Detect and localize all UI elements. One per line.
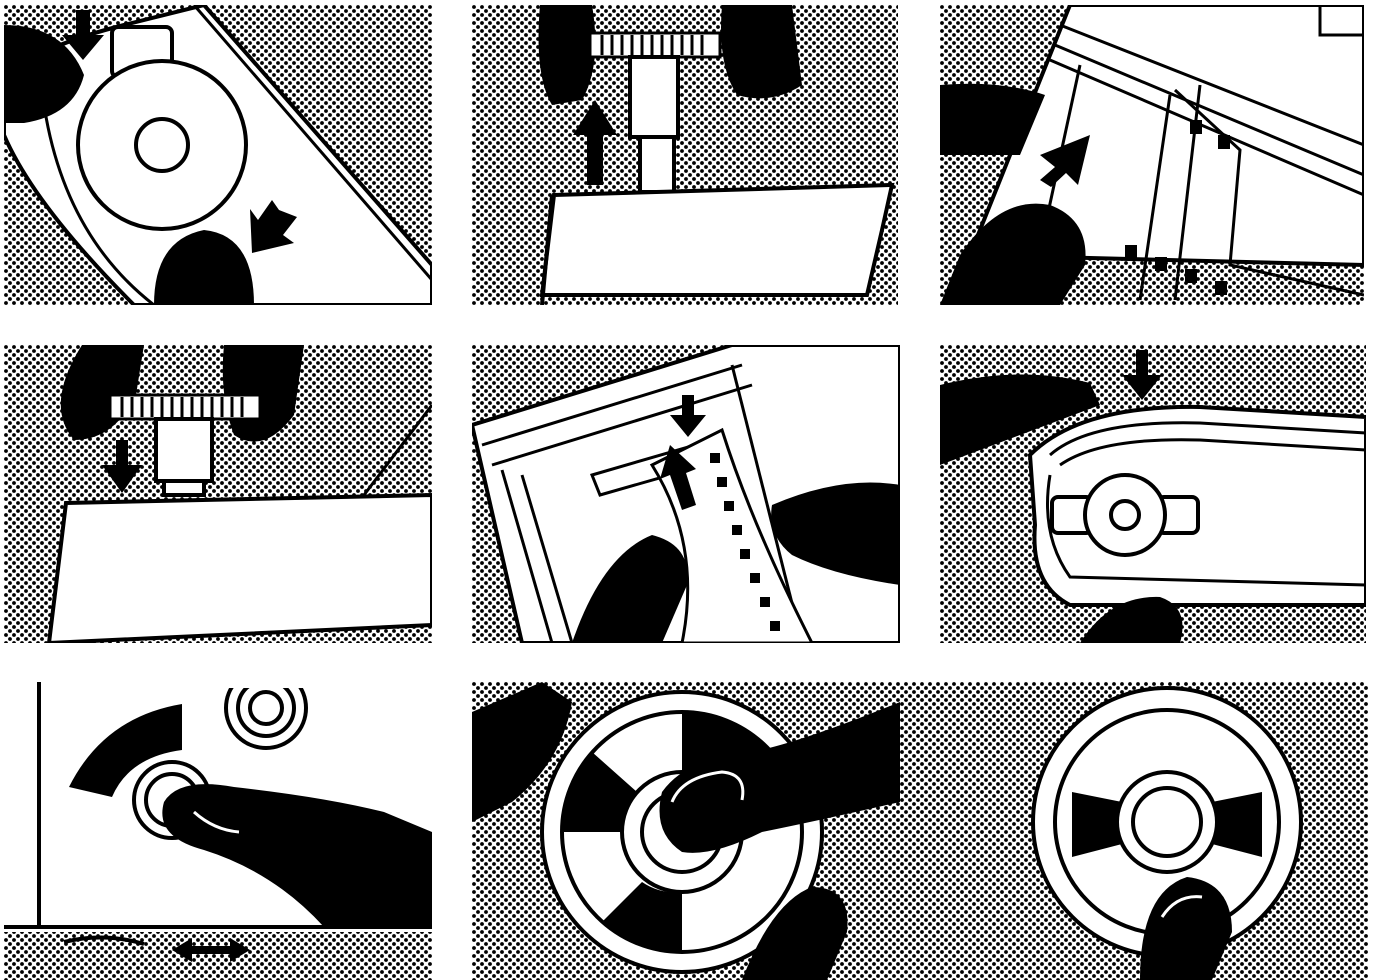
panel-step-4: [4, 345, 432, 643]
reel-lower-illustration: [4, 345, 432, 643]
gate-close-illustration: [940, 345, 1366, 643]
reel-lock-illustration: [472, 682, 1368, 980]
panel-step-1: [4, 5, 432, 305]
control-turn-illustration: [4, 682, 432, 980]
panel-step-5: [472, 345, 900, 643]
panel-step-2: [472, 5, 898, 305]
panel-step-8: [472, 682, 1368, 980]
panel-step-6: [940, 345, 1366, 643]
reel-lift-illustration: [472, 5, 898, 305]
panel-step-3: [940, 5, 1364, 305]
film-insert-illustration: [940, 5, 1364, 305]
reel-release-illustration: [4, 5, 432, 305]
film-thread-illustration: [472, 345, 900, 643]
panel-step-7: [4, 682, 432, 980]
